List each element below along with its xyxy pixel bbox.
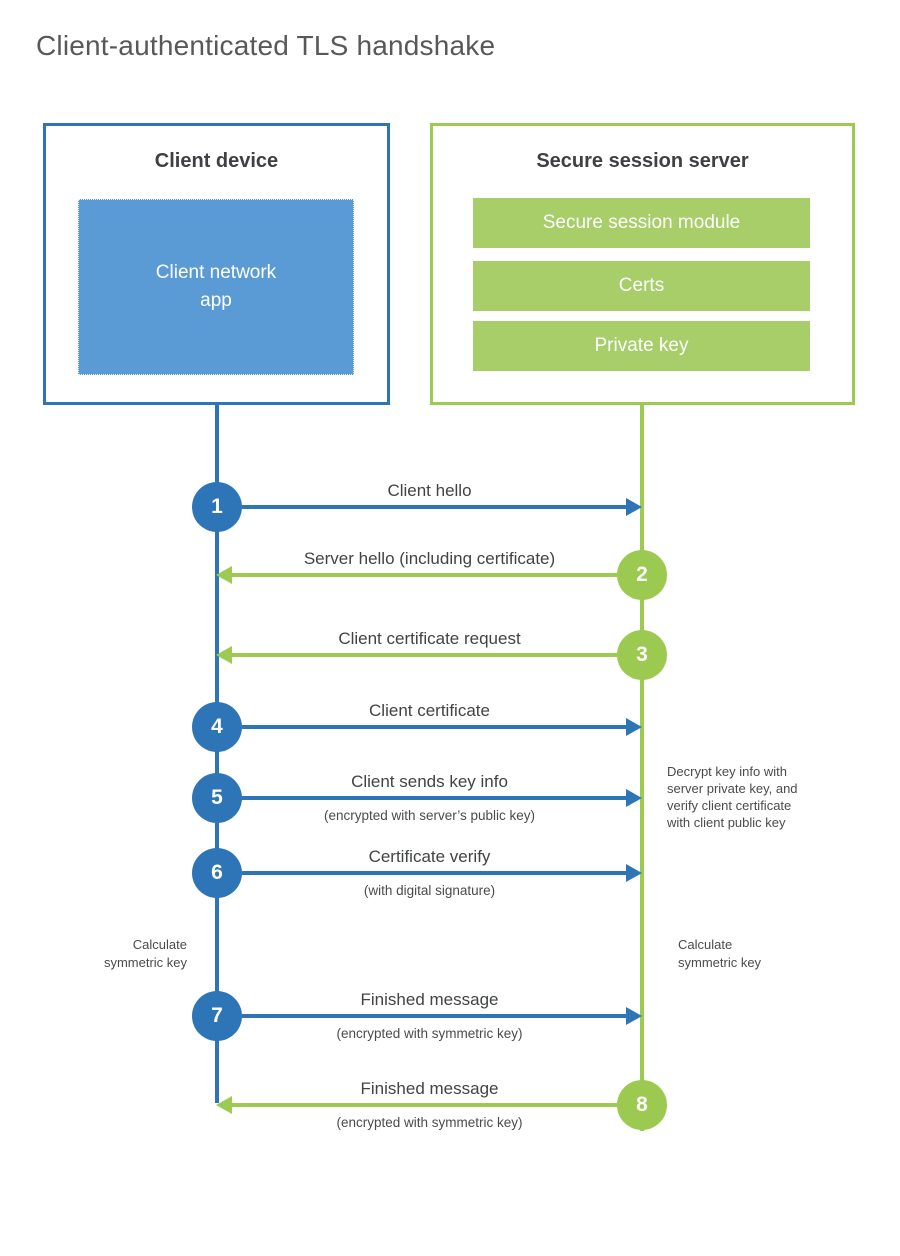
client-lifeline	[215, 405, 219, 1103]
arrow-head-right-icon	[626, 864, 642, 882]
step-sublabel: (encrypted with symmetric key)	[336, 1115, 523, 1130]
step-circle: 4	[192, 702, 242, 752]
step-circle: 8	[617, 1080, 667, 1130]
arrow-head-right-icon	[626, 498, 642, 516]
arrow-head-right-icon	[626, 789, 642, 807]
arrow-shaft	[232, 1103, 617, 1107]
arrow-head-right-icon	[626, 1007, 642, 1025]
step-sublabel: (encrypted with server’s public key)	[323, 808, 536, 823]
server-module-bar: Certs	[473, 261, 810, 311]
server-module-bar: Private key	[473, 321, 810, 371]
arrow-shaft	[242, 871, 626, 875]
step-circle: 5	[192, 773, 242, 823]
step-circle: 6	[192, 848, 242, 898]
arrow-head-left-icon	[216, 646, 232, 664]
arrow-head-left-icon	[216, 1096, 232, 1114]
page-title: Client-authenticated TLS handshake	[36, 30, 496, 61]
step-circle: 3	[617, 630, 667, 680]
step-label: Finished message	[360, 1079, 499, 1098]
calc-symmetric-key-right: Calculate symmetric key	[678, 937, 762, 970]
arrow-shaft	[242, 796, 626, 800]
step-label: Client sends key info	[351, 772, 508, 791]
arrow-shaft	[232, 653, 617, 657]
client-network-app-box: Client network app	[78, 199, 354, 375]
arrow-shaft	[242, 725, 626, 729]
step-label: Client hello	[387, 481, 472, 500]
step-label: Finished message	[360, 990, 499, 1009]
server-module-bar: Secure session module	[473, 198, 810, 248]
arrow-shaft	[242, 505, 626, 509]
step-label: Certificate verify	[368, 847, 491, 866]
arrow-head-right-icon	[626, 718, 642, 736]
step-label: Server hello (including certificate)	[303, 549, 556, 568]
decrypt-note: Decrypt key info with server private key…	[667, 764, 798, 830]
arrow-shaft	[232, 573, 617, 577]
step-circle: 2	[617, 550, 667, 600]
step-sublabel: (encrypted with symmetric key)	[336, 1026, 523, 1041]
client-device-title: Client device	[154, 150, 279, 172]
step-sublabel: (with digital signature)	[363, 883, 496, 898]
calc-symmetric-key-left: Calculate symmetric key	[103, 937, 187, 970]
arrow-head-left-icon	[216, 566, 232, 584]
step-label: Client certificate	[369, 701, 490, 720]
arrow-shaft	[242, 1014, 626, 1018]
step-circle: 7	[192, 991, 242, 1041]
server-lifeline	[640, 405, 644, 1131]
step-circle: 1	[192, 482, 242, 532]
step-label: Client certificate request	[338, 629, 521, 648]
server-title: Secure session server	[536, 150, 749, 172]
